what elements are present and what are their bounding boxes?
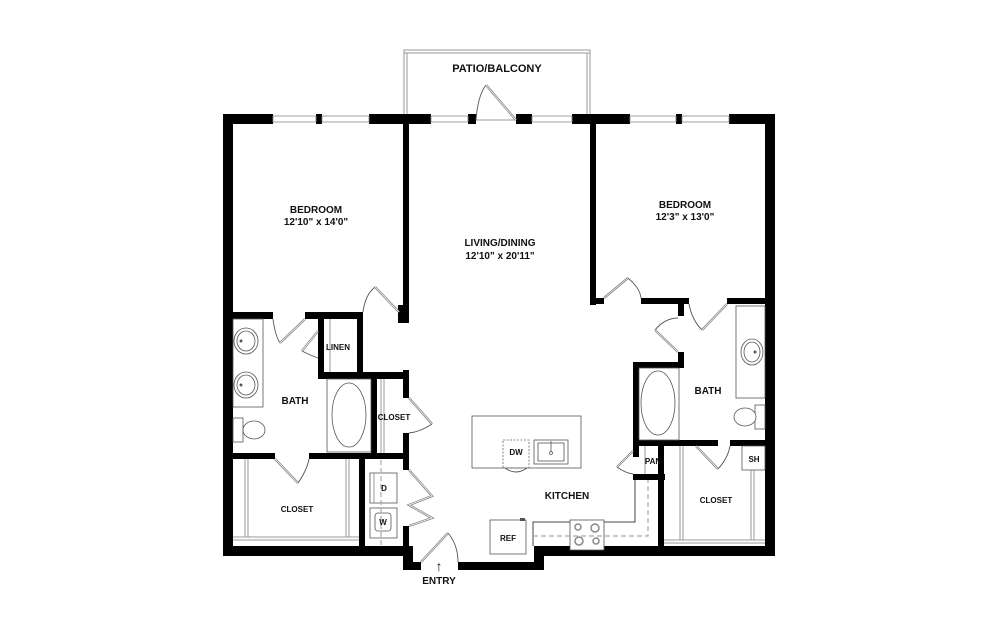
living-label: LIVING/DINING	[464, 238, 535, 249]
shelf-label: SH	[748, 455, 759, 464]
entry-label: ENTRY	[422, 576, 456, 587]
closet-left-label: CLOSET	[281, 505, 314, 514]
laundry	[369, 460, 398, 546]
interior-walls	[233, 120, 775, 556]
entry-arrow-icon: ↑	[436, 558, 443, 574]
linen-label: LINEN	[326, 343, 350, 352]
closet-right-label: CLOSET	[700, 496, 733, 505]
right-bath-fixtures	[638, 305, 766, 441]
left-closet	[233, 459, 359, 541]
washer-label: W	[379, 518, 387, 527]
living-dimensions: 12'10" x 20'11"	[465, 251, 535, 262]
exterior-walls	[223, 114, 775, 570]
kitchen-fixtures	[471, 415, 649, 555]
right-closet	[664, 445, 766, 544]
left-bath-fixtures	[232, 318, 372, 453]
entry[interactable]: ↑ ENTRY	[422, 558, 456, 587]
dishwasher-label: DW	[509, 448, 523, 457]
patio-label: PATIO/BALCONY	[452, 63, 542, 75]
bath-right-label: BATH	[694, 386, 721, 397]
pantry-label: PAN	[645, 457, 662, 466]
windows	[272, 115, 730, 123]
dryer-label: D	[381, 484, 387, 493]
bedroom-right-dimensions: 12'3" x 13'0"	[656, 212, 715, 223]
closet-hall-label: CLOSET	[378, 413, 411, 422]
interior-doors	[272, 277, 731, 563]
bedroom-right-label: BEDROOM	[659, 200, 711, 211]
bath-left-label: BATH	[281, 396, 308, 407]
bedroom-left-label: BEDROOM	[290, 205, 342, 216]
patio-balcony	[403, 49, 591, 121]
kitchen-label: KITCHEN	[545, 491, 589, 502]
bedroom-left-dimensions: 12'10" x 14'0"	[284, 217, 349, 228]
room-labels: PATIO/BALCONY BEDROOM 12'10" x 14'0" LIV…	[281, 63, 760, 543]
refrigerator-label: REF	[500, 534, 516, 543]
patio-door	[475, 84, 517, 121]
